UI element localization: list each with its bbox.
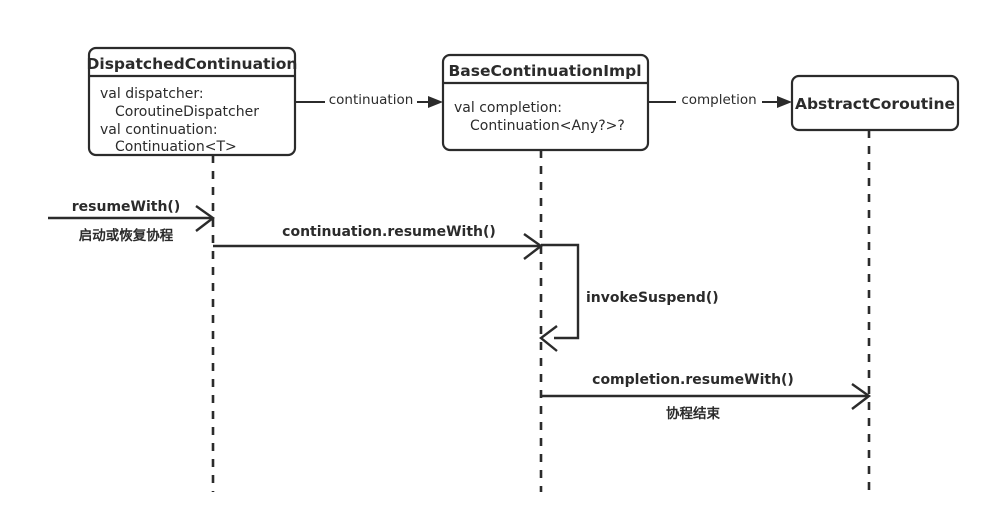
message-continuation-resume-with[interactable]: continuation.resumeWith() <box>213 224 544 260</box>
message-sublabel-completion-resume-with: 协程结束 <box>666 405 720 422</box>
message-arrowhead-completion-resume-with-icon <box>851 383 872 410</box>
participant-abstract-coroutine[interactable]: AbstractCoroutine <box>790 74 960 132</box>
participant-title-base-continuation-impl: BaseContinuationImpl <box>448 62 641 80</box>
association-label-continuation: continuation <box>329 92 414 108</box>
participant-box-abstract-coroutine <box>790 74 960 132</box>
participant-title-abstract-coroutine: AbstractCoroutine <box>795 95 955 113</box>
message-line-invoke-suspend <box>541 243 580 340</box>
participant-title-dispatched-continuation: DispatchedContinuation <box>87 55 298 73</box>
message-resume-with[interactable]: resumeWith() 启动或恢复协程 <box>48 199 216 244</box>
association-label-backdrop-completion <box>676 90 762 107</box>
message-invoke-suspend[interactable]: invokeSuspend() <box>539 243 719 352</box>
participant-attr-continuation-type: Continuation<T> <box>115 139 237 155</box>
lifelines <box>211 130 871 492</box>
participant-dispatched-continuation[interactable]: DispatchedContinuation val dispatcher: C… <box>87 46 298 157</box>
participant-attr-dispatcher: val dispatcher: <box>100 86 204 102</box>
message-completion-resume-with[interactable]: completion.resumeWith() 协程结束 <box>541 372 872 422</box>
message-label-resume-with: resumeWith() <box>72 199 180 215</box>
participant-attr-continuation: val continuation: <box>100 122 218 138</box>
association-arrowhead-completion-icon <box>777 96 792 108</box>
message-arrowhead-invoke-suspend-icon <box>539 325 558 352</box>
participant-attr-completion: val completion: <box>454 100 562 116</box>
association-arrowhead-continuation-icon <box>428 96 443 108</box>
participant-base-continuation-impl[interactable]: BaseContinuationImpl val completion: Con… <box>441 53 650 152</box>
message-label-continuation-resume-with: continuation.resumeWith() <box>282 224 496 240</box>
message-label-invoke-suspend: invokeSuspend() <box>586 290 719 306</box>
association-label-backdrop-continuation <box>325 90 417 107</box>
message-arrowhead-resume-with-icon <box>195 205 216 232</box>
association-completion: completion <box>648 90 792 108</box>
association-label-completion: completion <box>681 92 756 108</box>
message-label-completion-resume-with: completion.resumeWith() <box>592 372 794 388</box>
message-sublabel-resume-with: 启动或恢复协程 <box>79 227 174 244</box>
participant-attr-dispatcher-type: CoroutineDispatcher <box>115 104 259 120</box>
participant-attr-completion-type: Continuation<Any?>? <box>470 118 625 134</box>
association-continuation: continuation <box>295 90 443 108</box>
